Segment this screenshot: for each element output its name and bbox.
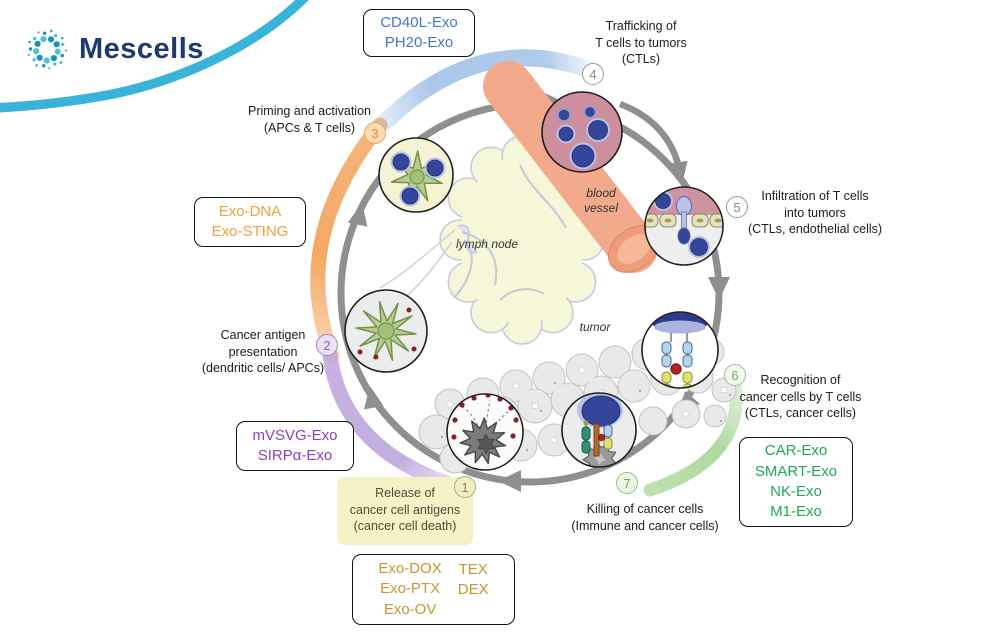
step-label-1: Release of cancer cell antigens (cancer … [349,486,461,533]
step-label-1-highlight-box: Release of cancer cell antigens (cancer … [337,477,473,545]
exo-box-chemo-left-column: Exo-DOX Exo-PTX Exo-OV [378,559,442,618]
step-circle-6 [641,311,719,389]
exo-box-cd40l: CD40L-Exo PH20-Exo [363,9,475,57]
tumor-label: tumor [579,320,611,334]
exo-box-chemo: Exo-DOX Exo-PTX Exo-OV TEX DEX [352,554,515,625]
step-label-6: Recognition of cancer cells by T cells (… [739,373,862,420]
exo-box-car-smart-nk-m1: CAR-Exo SMART-Exo NK-Exo M1-Exo [739,437,853,527]
arc-blue [376,49,599,131]
step-label-3: Priming and activation (APCs & T cells) [248,104,371,135]
step-circle-3 [378,137,454,213]
step-label-7: Killing of cancer cells (Immune and canc… [571,502,719,533]
step-badge-4: 4 [582,63,604,85]
step-badge-2: 2 [316,334,338,356]
step-label-4: Trafficking of T cells to tumors (CTLs) [595,19,687,66]
step-label-2: Cancer antigen presentation (dendritic c… [201,328,325,375]
step-circle-1 [446,393,524,471]
step-circle-4 [541,91,623,173]
phase-arcs [310,49,743,497]
arc-green [643,381,743,497]
step-badge-5: 5 [726,196,748,218]
step-badge-6: 6 [724,364,746,386]
mescells-logo-icon [27,29,68,70]
blood-vessel-label: blood vessel [583,186,618,215]
arc-purple [322,347,460,493]
step-circle-7 [561,392,637,468]
connector-arrow-4-5 [618,100,688,184]
step-label-5: Infiltration of T cells into tumors (CTL… [747,189,883,236]
exo-box-dna-sting: Exo-DNA Exo-STING [194,197,306,247]
brand-name: Mescells [79,32,204,65]
exo-box-chemo-right-column: TEX DEX [457,561,489,599]
step-circle-2 [344,289,428,373]
step-badge-7: 7 [616,472,638,494]
arc-orange [310,117,388,363]
step-badge-3: 3 [364,122,386,144]
brand-swoosh-curve [0,0,309,113]
lymph-node-label: lymph node [455,237,519,251]
exo-box-mvsvg-sirpa: mVSVG-Exo SIRPα-Exo [236,421,354,471]
step-badge-1: 1 [454,476,476,498]
mescells-logo: Mescells [24,26,204,72]
